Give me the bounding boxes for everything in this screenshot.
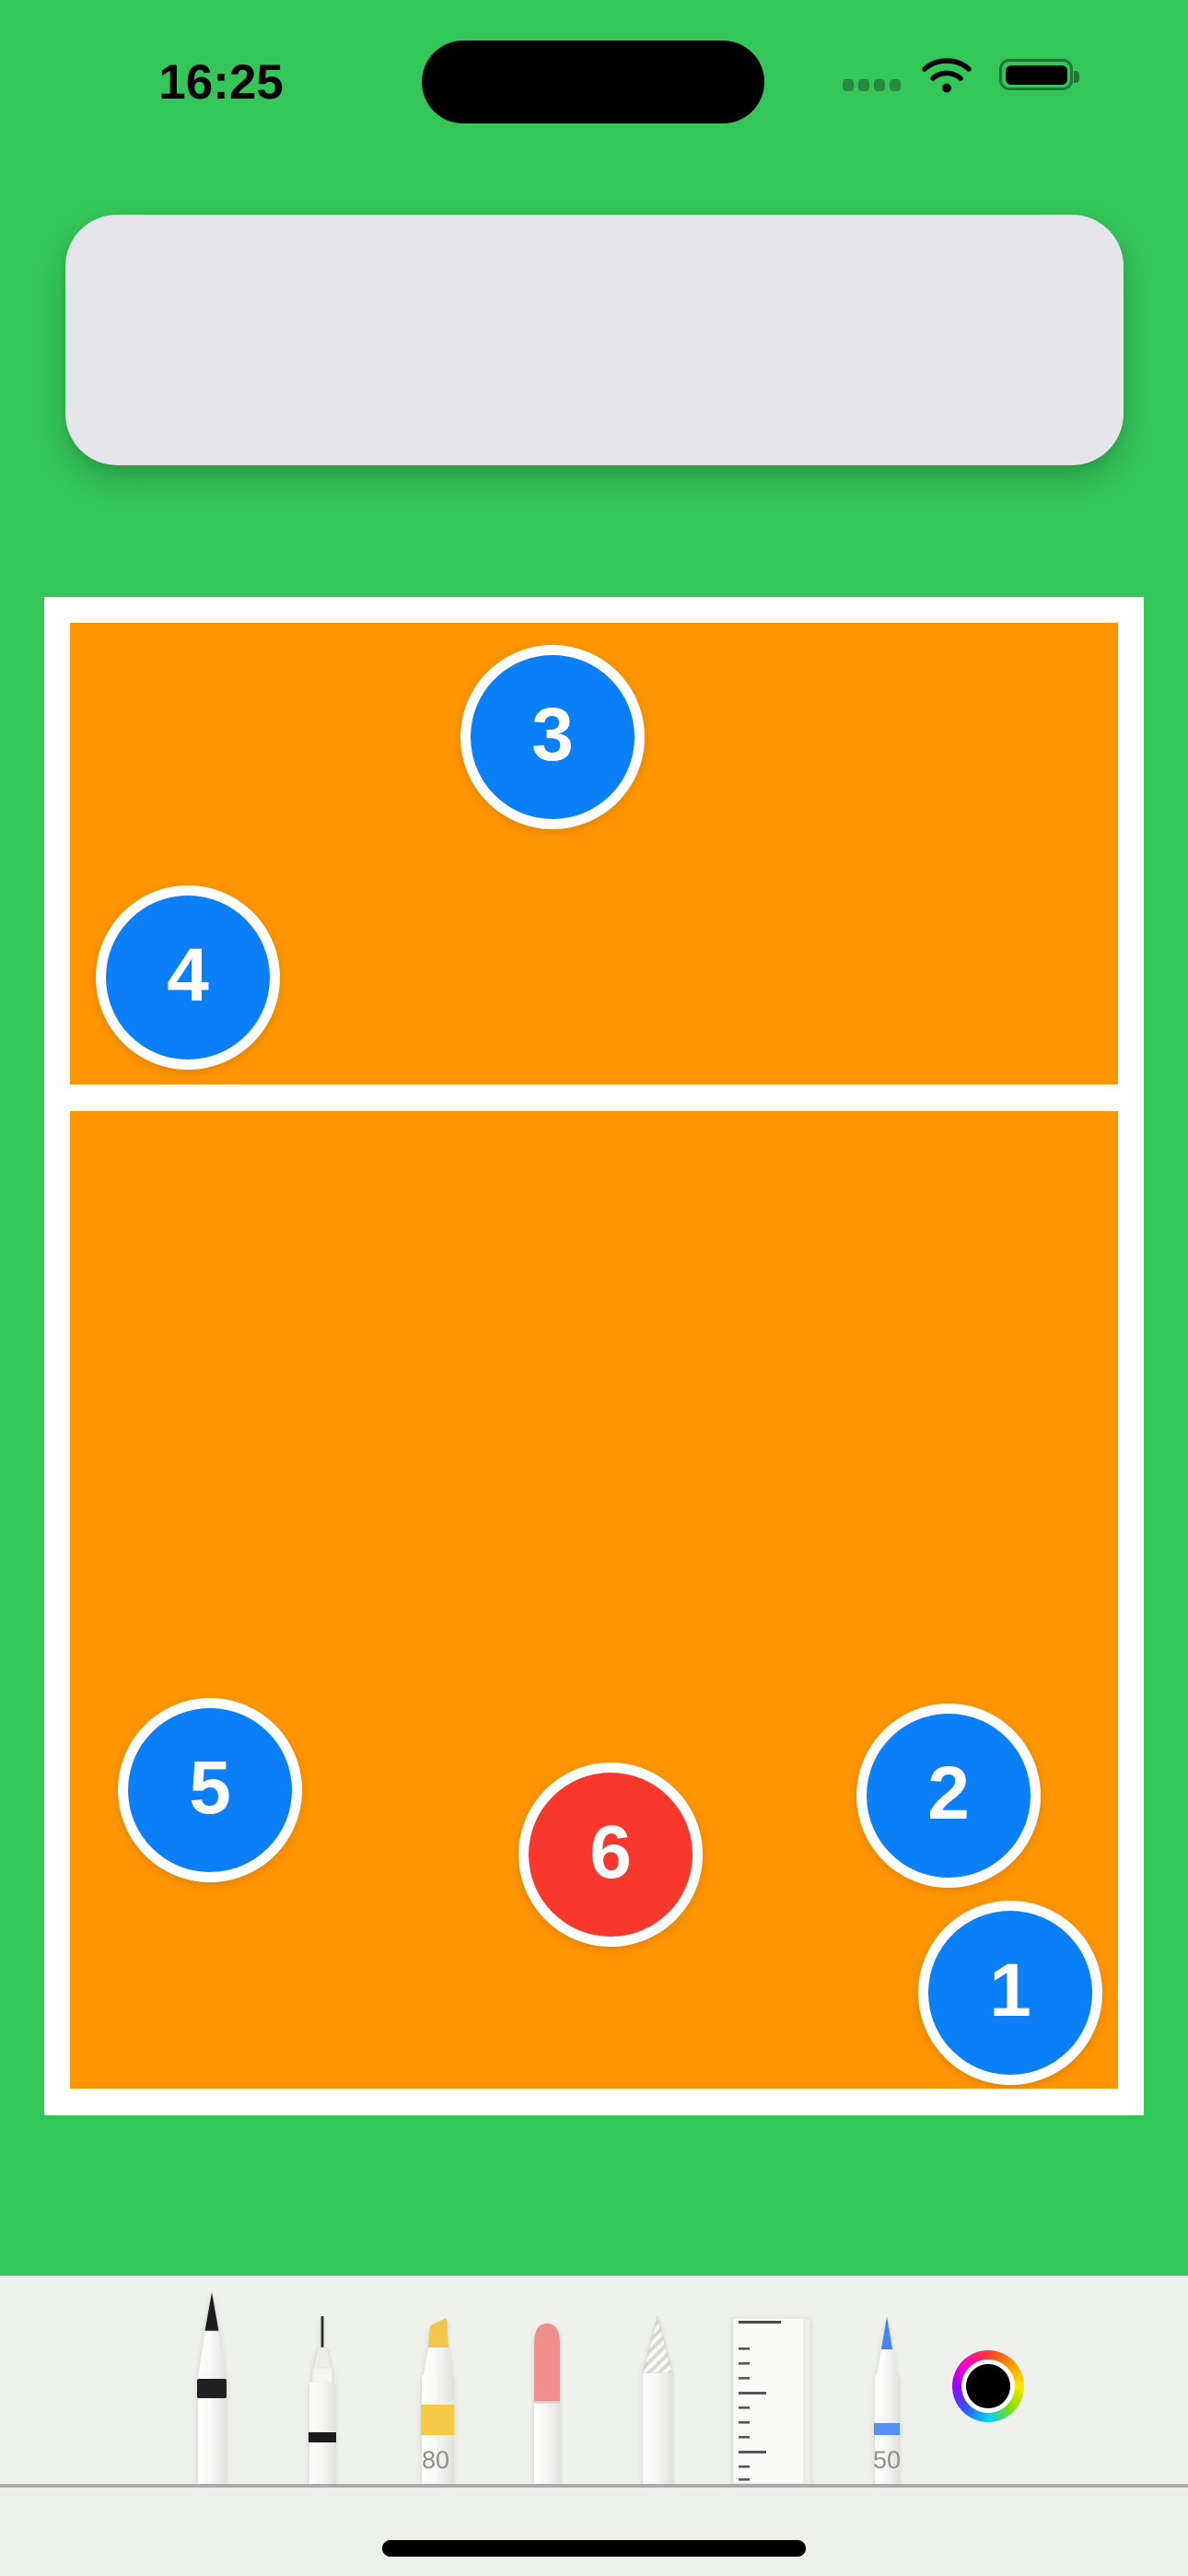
color-picker-current-color: [966, 2364, 1010, 2408]
player-marker[interactable]: 3: [460, 645, 645, 829]
status-time: 16:25: [158, 55, 284, 110]
tool-eraser[interactable]: [519, 2316, 575, 2484]
tool-fineliner[interactable]: [297, 2314, 348, 2484]
color-picker[interactable]: [952, 2350, 1024, 2422]
dynamic-island: [422, 41, 764, 123]
player-marker[interactable]: 5: [118, 1698, 302, 1882]
tool-highlighter[interactable]: [406, 2314, 465, 2484]
action-toolbar: [65, 215, 1124, 465]
player-marker[interactable]: 1: [918, 1901, 1102, 2085]
player-number: 5: [189, 1746, 231, 1830]
tool-ruler[interactable]: [729, 2316, 814, 2484]
player-number: 3: [531, 693, 574, 777]
player-marker[interactable]: 4: [96, 885, 280, 1070]
bottom-strip: [0, 2488, 1188, 2576]
tool-pencil[interactable]: [632, 2314, 683, 2484]
player-number: 1: [989, 1949, 1031, 2032]
player-number: 2: [927, 1751, 970, 1835]
palette-divider: [0, 2484, 1188, 2488]
wifi-icon: [921, 55, 973, 99]
home-indicator[interactable]: [382, 2540, 806, 2557]
color-picker-ring: [961, 2359, 1015, 2413]
player-number: 6: [589, 1810, 632, 1894]
player-marker[interactable]: 2: [856, 1704, 1041, 1888]
battery-icon: [999, 59, 1079, 90]
player-marker[interactable]: 6: [518, 1762, 703, 1947]
cellular-signal-icon: [843, 79, 901, 91]
tool-pen[interactable]: [186, 2290, 238, 2484]
tool-fine-pen[interactable]: [861, 2314, 913, 2484]
tool-palette: 80: [0, 2276, 1188, 2484]
player-number: 4: [167, 933, 209, 1017]
